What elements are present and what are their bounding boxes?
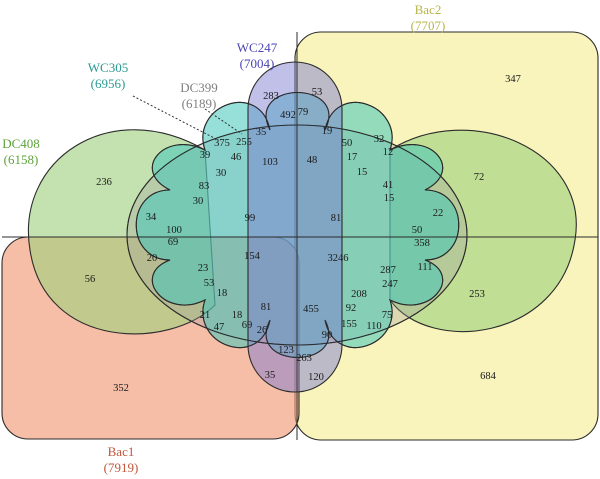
region-count: 30 (216, 168, 227, 179)
dc399-label: DC399 (180, 80, 218, 95)
region-count: 69 (242, 320, 253, 331)
region-count: 22 (433, 208, 444, 219)
region-count: 208 (351, 289, 367, 300)
region-count: 684 (480, 371, 497, 382)
region-count: 20 (147, 253, 158, 264)
dc408-total: (6158) (4, 152, 39, 167)
region-count: 347 (505, 74, 521, 85)
region-count: 35 (256, 127, 267, 138)
region-count: 34 (146, 212, 157, 223)
region-count: 154 (244, 251, 261, 262)
region-count: 72 (474, 172, 485, 183)
region-count: 123 (278, 345, 294, 356)
dc399-total: (6189) (182, 96, 217, 111)
region-count: 81 (331, 213, 342, 224)
region-count: 3246 (328, 253, 349, 264)
region-count: 47 (214, 322, 225, 333)
region-count: 46 (231, 152, 242, 163)
region-count: 247 (382, 279, 398, 290)
region-count: 111 (418, 262, 433, 273)
region-count: 103 (262, 157, 278, 168)
region-count: 21 (200, 310, 211, 321)
dc399-outline (126, 124, 468, 346)
wc247-total: (7004) (240, 56, 275, 71)
region-count: 352 (113, 383, 129, 394)
region-count: 53 (312, 87, 323, 98)
region-count: 23 (198, 263, 209, 274)
region-count: 83 (199, 181, 210, 192)
bac2-total: (7707) (411, 18, 446, 33)
region-count: 56 (85, 274, 96, 285)
wc247-set (247, 61, 343, 393)
region-count: 17 (347, 152, 358, 163)
region-count: 26 (257, 325, 268, 336)
region-count: 120 (308, 372, 324, 383)
region-count: 75 (382, 310, 393, 321)
region-count: 18 (217, 288, 228, 299)
region-count: 50 (412, 225, 423, 236)
bac1-total: (7919) (104, 460, 139, 475)
region-count: 30 (193, 196, 204, 207)
region-count: 358 (414, 238, 430, 249)
region-count: 39 (200, 150, 211, 161)
region-count: 283 (263, 91, 279, 102)
region-count: 53 (204, 278, 215, 289)
region-count: 12 (383, 147, 394, 158)
wc305-label: WC305 (88, 60, 128, 75)
dc399-leader-line (204, 108, 243, 135)
region-count: 35 (265, 370, 276, 381)
region-count: 50 (342, 138, 353, 149)
dc408-label: DC408 (2, 136, 40, 151)
wc247-label: WC247 (237, 40, 278, 55)
region-count: 18 (232, 310, 243, 321)
wc305-total: (6956) (91, 76, 126, 91)
region-counts: 347 72 253 684 236 56 352 283 53 79 492 … (85, 74, 521, 394)
region-count: 15 (357, 167, 368, 178)
region-count: 492 (280, 110, 296, 121)
region-count: 110 (366, 321, 381, 332)
region-count: 100 (166, 225, 182, 236)
region-count: 236 (96, 177, 112, 188)
region-count: 455 (303, 304, 319, 315)
region-count: 81 (261, 302, 272, 313)
region-count: 253 (469, 289, 485, 300)
region-count: 48 (307, 155, 318, 166)
region-count: 41 (383, 180, 394, 191)
region-count: 255 (236, 137, 252, 148)
region-count: 15 (384, 193, 395, 204)
region-count: 19 (322, 126, 333, 137)
region-count: 90 (322, 330, 333, 341)
region-count: 99 (245, 213, 256, 224)
region-count: 155 (341, 319, 357, 330)
region-count: 287 (380, 265, 396, 276)
bac1-label: Bac1 (108, 444, 135, 459)
region-count: 69 (168, 237, 179, 248)
bac2-label: Bac2 (415, 2, 442, 17)
region-count: 79 (298, 107, 309, 118)
region-count: 375 (214, 138, 230, 149)
region-count: 32 (374, 134, 385, 145)
region-count: 263 (296, 353, 312, 364)
region-count: 92 (346, 303, 357, 314)
